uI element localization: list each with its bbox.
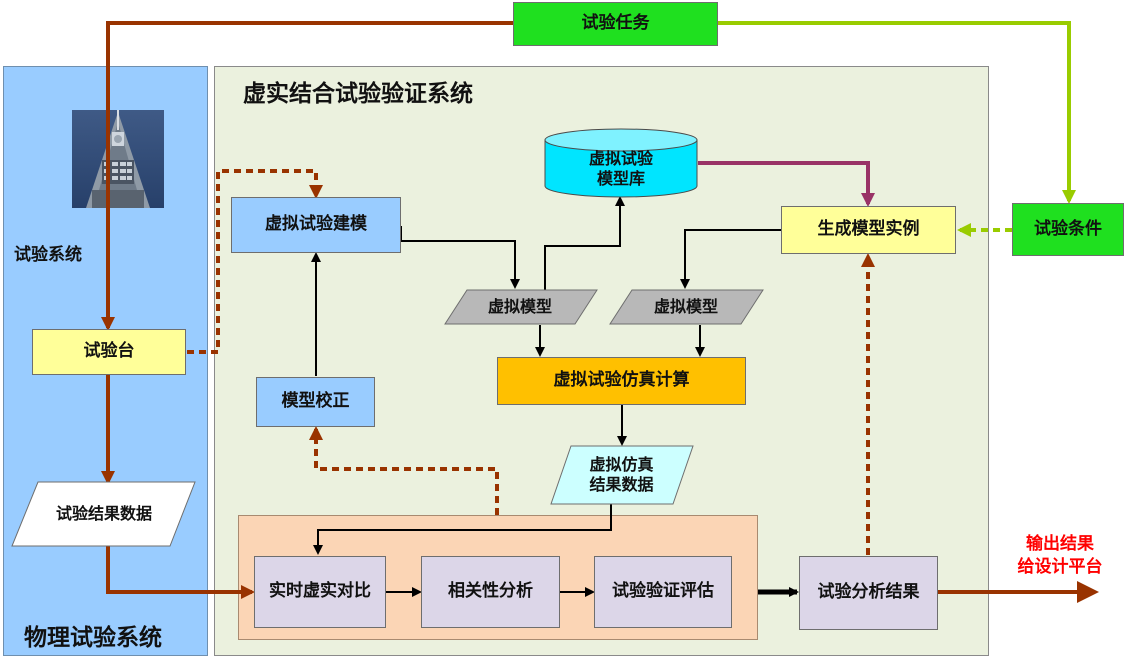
analysis-result-box: 试验分析结果 (799, 556, 938, 630)
sim-result-data-shape (550, 445, 694, 505)
model-library-label: 虚拟试验 模型库 (545, 146, 697, 192)
output-line2: 给设计平台 (1017, 556, 1103, 577)
virtual-model-left-label: 虚拟模型 (487, 297, 552, 316)
test-task-box: 试验任务 (513, 2, 718, 46)
virtual-simulation-box: 虚拟试验仿真计算 (497, 357, 746, 405)
test-system-label: 试验系统 (14, 245, 82, 265)
test-bench-box: 试验台 (32, 329, 186, 375)
output-line1: 输出结果 (1026, 534, 1094, 554)
virtual-model-right-shape (609, 289, 764, 325)
virtual-system-title: 虚实结合试验验证系统 (243, 81, 473, 107)
model-library-cylinder (544, 128, 698, 198)
output-label: 输出结果 给设计平台 (1000, 533, 1120, 579)
model-calibration-box: 模型校正 (256, 377, 375, 427)
model-library-line2: 模型库 (596, 169, 645, 188)
virtual-model-right-label: 虚拟模型 (653, 297, 718, 316)
verification-assessment-box: 试验验证评估 (594, 556, 732, 628)
virtual-model-left-shape (444, 289, 598, 325)
correlation-analysis-box: 相关性分析 (421, 556, 560, 628)
test-result-data-label: 试验结果数据 (55, 504, 152, 523)
model-library-line1: 虚拟试验 (588, 149, 653, 168)
sim-result-data-line1: 虚拟仿真 (589, 455, 654, 474)
generate-model-instance-box: 生成模型实例 (781, 206, 956, 254)
sim-result-data-label: 虚拟仿真 结果数据 (560, 446, 683, 504)
test-conditions-box: 试验条件 (1012, 203, 1124, 256)
ship-deck-image (72, 110, 164, 208)
sim-result-data-line2: 结果数据 (589, 475, 654, 494)
physical-system-title: 物理试验系统 (24, 625, 162, 651)
test-result-data-shape (11, 481, 196, 547)
realtime-compare-box: 实时虚实对比 (254, 556, 386, 628)
virtual-modeling-box: 虚拟试验建模 (231, 197, 401, 253)
